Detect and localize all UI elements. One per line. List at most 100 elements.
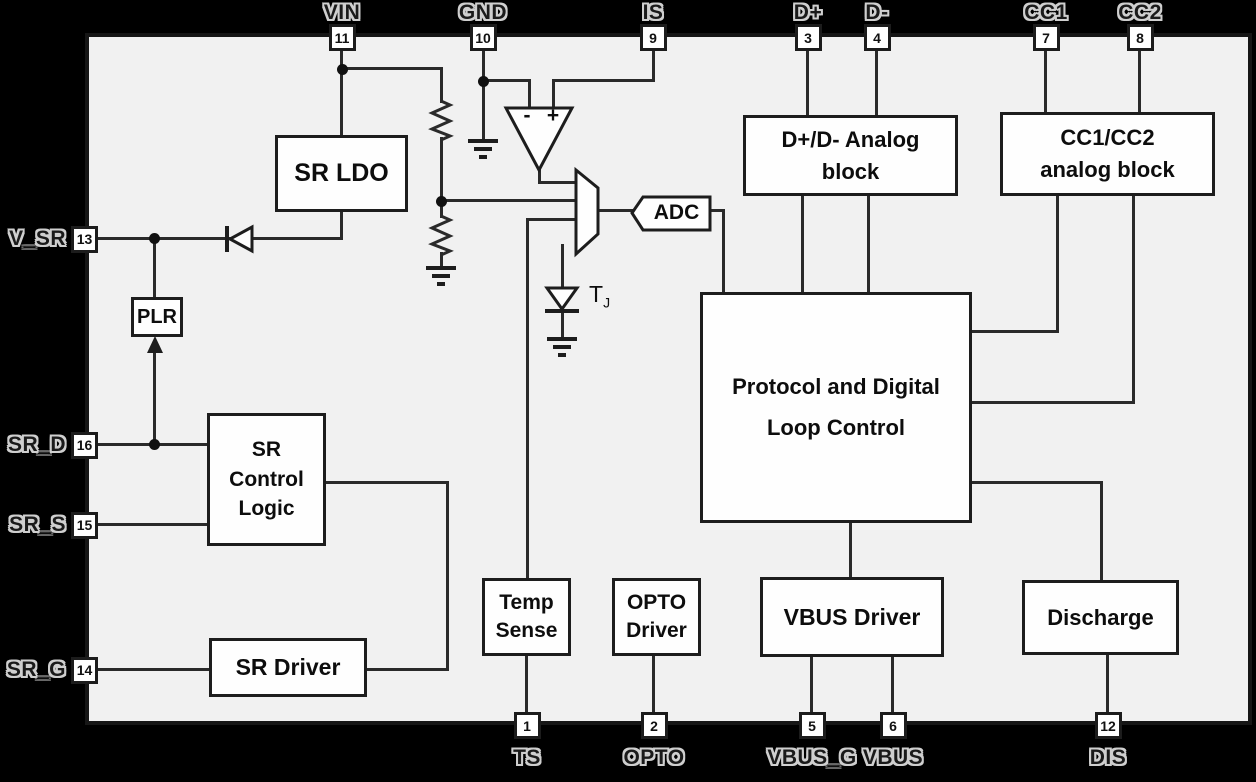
wire bbox=[970, 481, 1103, 484]
wire bbox=[1106, 655, 1109, 713]
pin-box-7: 7 bbox=[1032, 24, 1060, 51]
block-label: Temp bbox=[499, 590, 554, 614]
wire bbox=[525, 656, 528, 713]
block-label: SR Driver bbox=[235, 654, 341, 680]
ground-symbol bbox=[426, 266, 456, 286]
pin-box-6: 6 bbox=[879, 712, 907, 739]
opamp-minus-label: - bbox=[523, 104, 531, 127]
block-label: block bbox=[821, 158, 880, 184]
block-sr-ldo: SR LDO bbox=[275, 135, 408, 212]
junction-dot bbox=[436, 196, 447, 207]
pin-srg: SR_G 14 bbox=[0, 656, 98, 684]
pin-label-cc1: CC1 bbox=[1024, 1, 1068, 24]
pin-label-dminus: D- bbox=[865, 1, 889, 24]
pin-label-is: IS bbox=[642, 1, 664, 24]
pin-label-vsr: V_SR bbox=[9, 227, 66, 250]
wire bbox=[96, 523, 207, 526]
ground-symbol bbox=[547, 337, 577, 357]
wire bbox=[440, 67, 443, 103]
wire bbox=[482, 50, 485, 140]
block-temp-sense: Temp Sense bbox=[482, 578, 571, 656]
junction-dot bbox=[149, 439, 160, 450]
adc-tag-label: ADC bbox=[653, 201, 700, 224]
block-plr: PLR bbox=[131, 297, 183, 337]
tj-label: TJ bbox=[589, 281, 610, 311]
junction-dot bbox=[337, 64, 348, 75]
pin-srd: SR_D 16 bbox=[0, 431, 98, 459]
wire bbox=[552, 79, 655, 82]
pin-box-11: 11 bbox=[328, 24, 356, 51]
block-label: Control bbox=[229, 467, 304, 491]
tj-base: T bbox=[589, 281, 604, 307]
wire bbox=[446, 481, 449, 671]
wire bbox=[875, 50, 878, 117]
arrow-up-icon bbox=[147, 336, 163, 353]
wire bbox=[1100, 482, 1103, 582]
wire bbox=[340, 212, 343, 240]
pin-label-ts: TS bbox=[513, 746, 541, 769]
diode-tj bbox=[544, 286, 580, 313]
pin-vbus: 6 VBUS bbox=[861, 712, 925, 770]
pin-cc2: CC2 8 bbox=[1110, 1, 1170, 51]
pin-box-2: 2 bbox=[640, 712, 668, 739]
pin-vbusg: 5 VBUS_G bbox=[767, 712, 856, 770]
pin-box-10: 10 bbox=[469, 24, 497, 51]
wire bbox=[561, 309, 564, 337]
pin-box-5: 5 bbox=[798, 712, 826, 739]
pin-label-srd: SR_D bbox=[7, 433, 66, 456]
wire bbox=[652, 50, 655, 81]
wire bbox=[440, 200, 443, 218]
block-label: Driver bbox=[626, 619, 687, 642]
pin-box-3: 3 bbox=[794, 24, 822, 51]
wire bbox=[970, 401, 1135, 404]
block-protocol-digital-loop: Protocol and Digital Loop Control bbox=[700, 292, 972, 523]
wire bbox=[440, 252, 443, 267]
wire bbox=[440, 137, 443, 202]
pin-box-12: 12 bbox=[1094, 712, 1122, 739]
wire bbox=[96, 668, 209, 671]
wire bbox=[970, 330, 1059, 333]
pin-dplus: D+ 3 bbox=[778, 1, 838, 51]
wire bbox=[806, 50, 809, 117]
wire bbox=[526, 218, 529, 580]
pin-box-16: 16 bbox=[71, 431, 98, 459]
wire bbox=[340, 67, 443, 70]
opamp-symbol bbox=[503, 106, 575, 174]
resistor-symbol bbox=[428, 99, 454, 257]
block-label: Logic bbox=[238, 497, 295, 521]
block-label: D+/D- Analog bbox=[781, 126, 920, 152]
adc-tag-shape bbox=[630, 195, 712, 232]
pin-label-dplus: D+ bbox=[793, 1, 823, 24]
pin-label-vbusg: VBUS_G bbox=[767, 746, 857, 769]
block-label: analog block bbox=[1040, 157, 1175, 182]
pin-label-vbus: VBUS bbox=[862, 746, 924, 769]
wire bbox=[250, 237, 342, 240]
wire bbox=[598, 209, 634, 212]
pin-label-srs: SR_S bbox=[9, 513, 66, 536]
pin-dminus: D- 4 bbox=[847, 1, 907, 51]
wire bbox=[1132, 196, 1135, 404]
wire bbox=[891, 657, 894, 713]
wire bbox=[440, 199, 578, 202]
tj-sub: J bbox=[603, 294, 611, 311]
wire bbox=[538, 168, 541, 184]
wire bbox=[340, 50, 343, 69]
wire bbox=[526, 218, 578, 221]
pin-label-srg: SR_G bbox=[6, 658, 66, 681]
wire bbox=[709, 209, 725, 212]
wire bbox=[1138, 50, 1141, 114]
pin-box-9: 9 bbox=[639, 24, 667, 51]
pin-box-13: 13 bbox=[71, 225, 98, 253]
mux-symbol bbox=[574, 166, 600, 258]
pin-srs: SR_S 15 bbox=[0, 511, 98, 539]
block-label: SR bbox=[251, 437, 282, 461]
pin-vsr: V_SR 13 bbox=[0, 225, 98, 253]
pin-vin: VIN 11 bbox=[312, 1, 372, 51]
block-dd-analog: D+/D- Analog block bbox=[743, 115, 958, 196]
wire bbox=[528, 79, 531, 110]
wire bbox=[96, 237, 231, 240]
diode-vsr bbox=[225, 224, 254, 254]
junction-dot bbox=[478, 76, 489, 87]
wire bbox=[810, 657, 813, 713]
wire bbox=[722, 209, 725, 294]
